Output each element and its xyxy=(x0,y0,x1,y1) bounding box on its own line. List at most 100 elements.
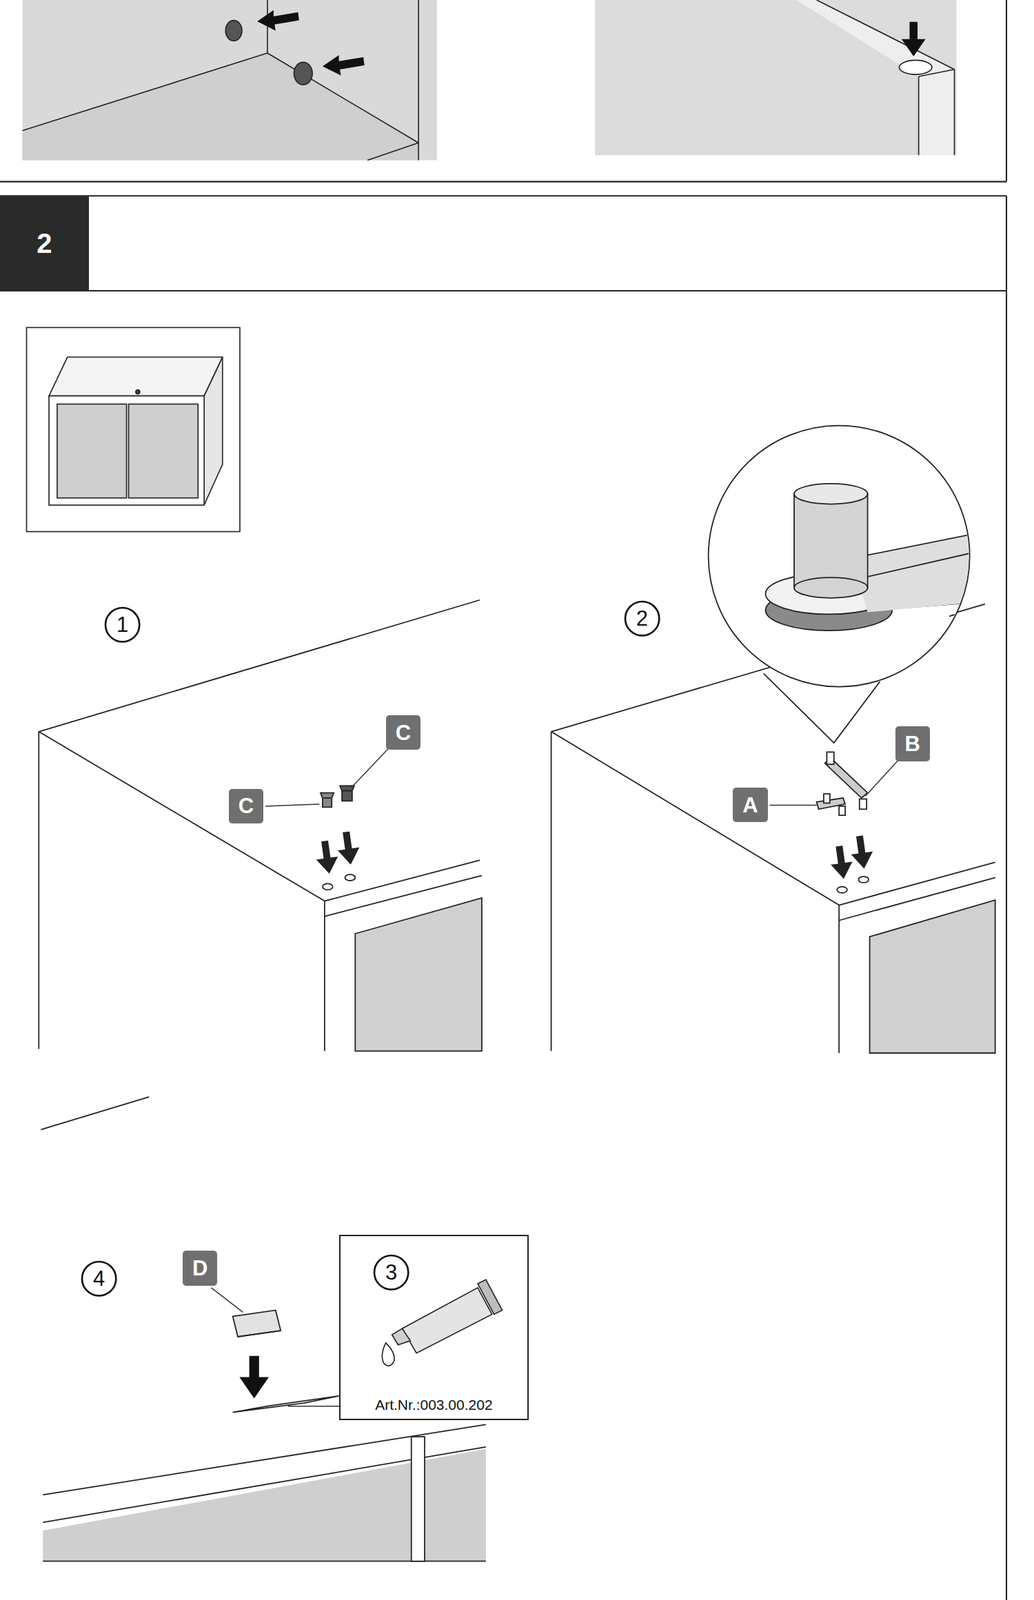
circle-outline xyxy=(82,1262,116,1296)
part-tag: C xyxy=(228,789,264,824)
cabinet-step-2 xyxy=(858,876,869,884)
cabinet-step-1 xyxy=(38,600,482,1052)
node-text: C xyxy=(395,722,411,744)
cabinet-step-1 xyxy=(312,838,342,877)
frame-line xyxy=(0,290,1007,292)
cabinet-step-1 xyxy=(355,898,482,1052)
circle-outline xyxy=(105,607,140,642)
previous-step-left xyxy=(22,0,438,160)
cabinet-step-4 xyxy=(237,1331,281,1338)
callout-circle: 3 xyxy=(372,1254,410,1292)
previous-step-left xyxy=(22,0,438,160)
node-text: B xyxy=(905,733,921,755)
cabinet-step-2 xyxy=(838,905,840,1054)
previous-step-right xyxy=(594,0,957,156)
part-tag: B xyxy=(895,726,930,762)
frame-line xyxy=(1005,195,1008,1600)
cabinet-step-1 xyxy=(38,600,480,733)
node-text: 4 xyxy=(93,1268,105,1290)
cabinet-step-2 xyxy=(823,794,830,804)
previous-step-right xyxy=(816,0,955,70)
frame-line xyxy=(0,181,1007,183)
previous-step-right xyxy=(899,59,932,75)
leader-line xyxy=(865,760,899,797)
previous-step-left xyxy=(225,20,242,42)
cabinet-step-2 xyxy=(859,799,867,810)
glue-tube xyxy=(477,1280,503,1315)
cabinet-step-1 xyxy=(324,876,482,917)
node-text: 2 xyxy=(36,229,52,258)
circle-outline xyxy=(374,1255,409,1290)
glue-tube xyxy=(381,1280,502,1367)
part-tag: A xyxy=(732,787,768,823)
cabinet-thumbnail xyxy=(26,327,240,532)
leader-line xyxy=(769,805,817,806)
previous-step-right xyxy=(594,0,957,156)
frame-line xyxy=(0,195,1007,197)
previous-step-left xyxy=(22,53,420,160)
part-tag: D xyxy=(182,1251,218,1286)
detail-magnifier xyxy=(708,426,987,744)
step-number-box: 2 xyxy=(0,195,89,291)
glue-tube xyxy=(392,1329,411,1346)
previous-step-left xyxy=(322,55,365,76)
cabinet-step-2 xyxy=(551,604,996,1054)
cabinet-step-2 xyxy=(847,834,877,872)
previous-step-left xyxy=(267,53,419,143)
cabinet-step-2 xyxy=(838,878,996,921)
cabinet-step-2 xyxy=(551,732,840,906)
cabinet-step-2 xyxy=(836,887,848,894)
leader-line xyxy=(350,747,390,788)
glue-inset-box: Art.Nr.:003.00.202 3 xyxy=(339,1235,530,1421)
cabinet-step-1 xyxy=(37,732,40,1050)
cabinet-step-1 xyxy=(334,829,363,868)
glue-tube xyxy=(381,1343,395,1367)
previous-step-right xyxy=(918,76,920,156)
cabinet-step-2 xyxy=(826,752,834,765)
cabinet-step-1 xyxy=(38,732,325,902)
node-text: D xyxy=(192,1258,208,1280)
cabinet-thumbnail xyxy=(135,390,140,395)
previous-step-right xyxy=(954,69,956,156)
cabinet-step-1 xyxy=(344,874,356,881)
cabinet-step-2 xyxy=(550,732,553,1052)
leader-line xyxy=(265,804,320,807)
cabinet-step-1 xyxy=(320,793,334,808)
cabinet-thumbnail xyxy=(128,403,199,498)
cabinet-thumbnail xyxy=(26,327,240,532)
previous-step-left xyxy=(367,142,419,160)
cabinet-step-1 xyxy=(324,860,480,901)
cabinet-step-4 xyxy=(232,1396,340,1414)
previous-step-left xyxy=(22,53,268,131)
cabinet-step-1 xyxy=(339,785,355,802)
callout-circle: 1 xyxy=(104,606,141,644)
previous-step-left xyxy=(417,0,420,160)
node-text: Art.Nr.:003.00.202 xyxy=(340,1397,529,1413)
leader-line xyxy=(211,1288,244,1314)
cabinet-step-2 xyxy=(869,900,996,1054)
callout-circle: 4 xyxy=(80,1260,118,1298)
frame-line xyxy=(1005,0,1008,182)
cabinet-step-4 xyxy=(411,1437,425,1563)
cabinet-thumbnail xyxy=(204,357,223,506)
cabinet-thumbnail xyxy=(48,357,223,396)
node-text: C xyxy=(238,795,254,817)
detail-magnifier xyxy=(794,577,868,599)
callout-circle: 2 xyxy=(623,600,661,637)
node-text: 1 xyxy=(116,614,129,636)
frame-line xyxy=(0,0,1007,1600)
previous-step-right xyxy=(796,0,955,156)
node-text: 2 xyxy=(636,607,648,630)
previous-step-left xyxy=(257,10,300,32)
circle-outline xyxy=(625,601,660,636)
detail-magnifier xyxy=(949,605,986,617)
detail-magnifier xyxy=(859,551,981,580)
leader-line xyxy=(211,747,899,1407)
node-text: 3 xyxy=(385,1262,398,1284)
cabinet-thumbnail xyxy=(57,403,127,498)
previous-step-right xyxy=(901,22,926,57)
glue-tube xyxy=(401,1288,492,1354)
part-tag: C xyxy=(386,715,421,750)
previous-step-left xyxy=(293,62,313,85)
